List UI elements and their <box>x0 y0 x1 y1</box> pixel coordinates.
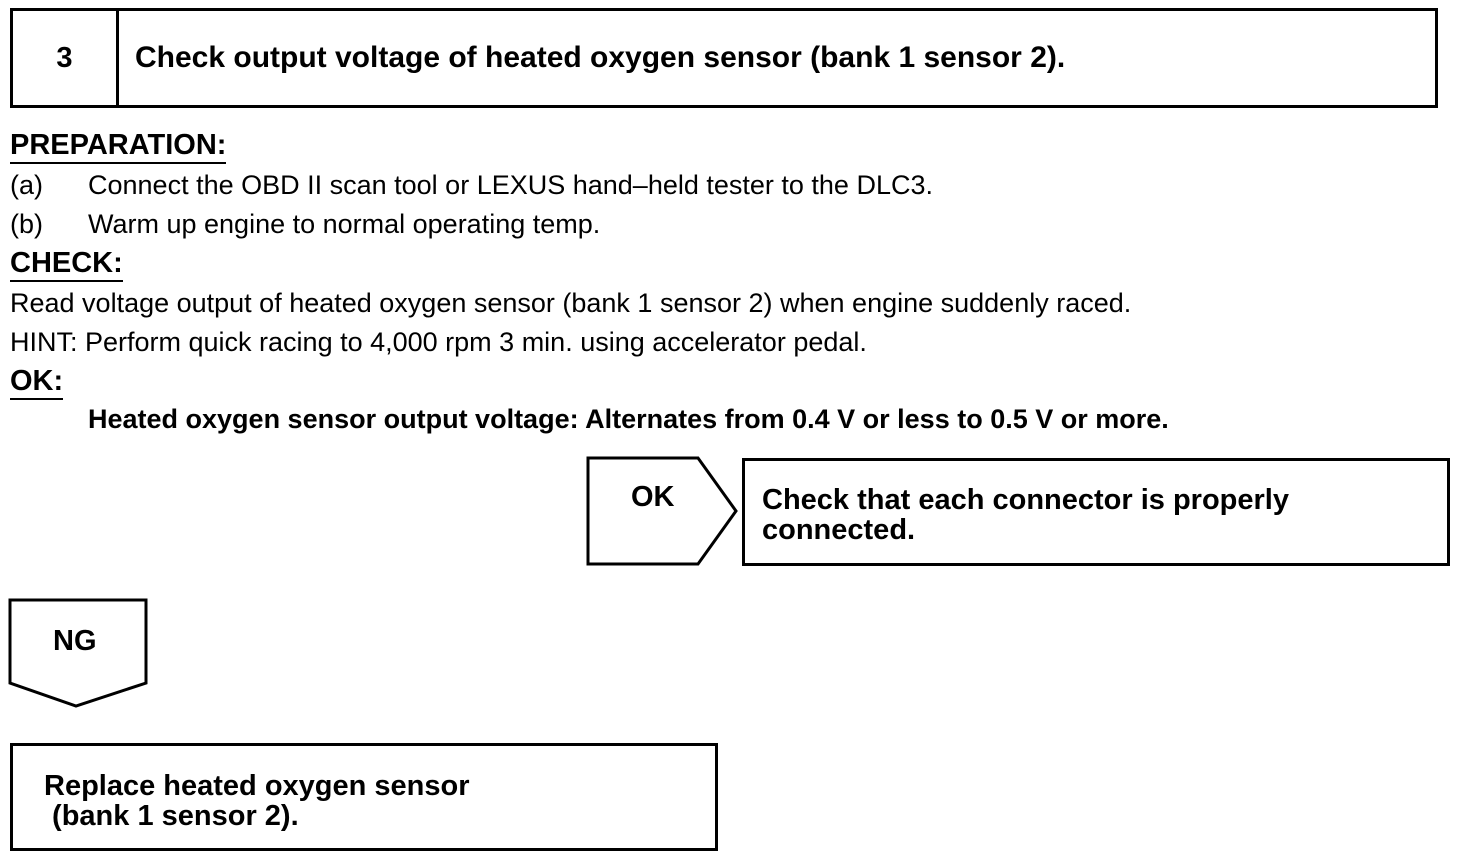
ok-heading: OK: <box>10 364 64 400</box>
ok-arrow-shape <box>586 456 738 566</box>
ng-action-line-2: (bank 1 sensor 2). <box>44 800 299 832</box>
preparation-item-b-label: (b) <box>10 209 43 239</box>
ng-arrow-label: NG <box>53 625 97 657</box>
ok-arrow-label: OK <box>631 481 675 513</box>
check-heading: CHECK: <box>10 246 123 282</box>
check-instruction: Read voltage output of heated oxygen sen… <box>10 288 1132 318</box>
step-header-box: 3 Check output voltage of heated oxygen … <box>10 8 1438 108</box>
step-number: 3 <box>13 11 119 105</box>
step-title: Check output voltage of heated oxygen se… <box>135 41 1066 74</box>
preparation-item-a-text: Connect the OBD II scan tool or LEXUS ha… <box>88 170 933 200</box>
preparation-heading: PREPARATION: <box>10 128 227 164</box>
preparation-item-a-label: (a) <box>10 170 43 200</box>
preparation-item-b-text: Warm up engine to normal operating temp. <box>88 209 601 239</box>
ok-spec-text: Heated oxygen sensor output voltage: Alt… <box>88 404 1169 434</box>
ok-action-line-2: connected. <box>762 514 916 546</box>
ng-action-box: Replace heated oxygen sensor (bank 1 sen… <box>10 743 718 851</box>
ng-action-line-1: Replace heated oxygen sensor <box>44 770 470 802</box>
check-hint: HINT: Perform quick racing to 4,000 rpm … <box>10 327 867 357</box>
ok-action-line-1: Check that each connector is properly <box>762 484 1289 516</box>
ng-arrow-shape <box>8 598 148 708</box>
ok-action-box: Check that each connector is properly co… <box>742 458 1450 566</box>
